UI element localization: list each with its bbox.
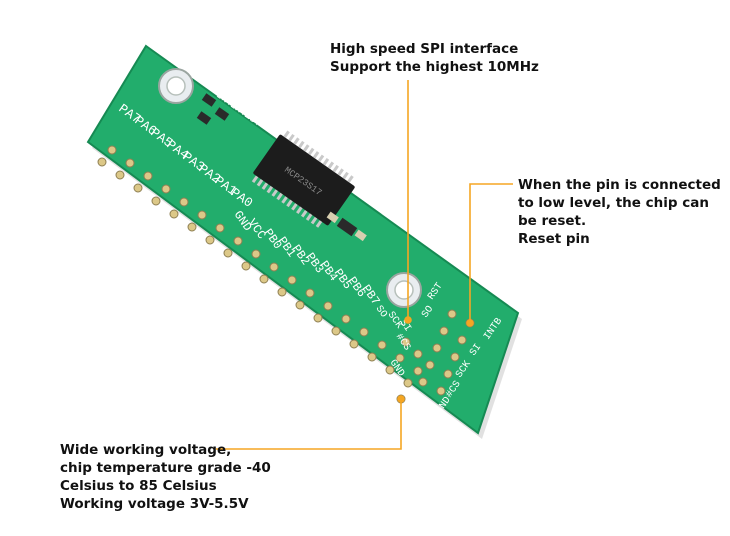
callout-voltage-line-3: Celsius to 85 Celsius bbox=[60, 478, 217, 494]
callout-voltage: Wide working voltage, chip temperature g… bbox=[60, 441, 271, 513]
main-header-pins bbox=[97, 145, 423, 388]
leader-reset bbox=[469, 183, 513, 323]
mounting-hole-bottom bbox=[386, 272, 422, 308]
callout-reset-line-2: to low level, the chip can bbox=[518, 195, 709, 211]
mounting-hole-top bbox=[158, 68, 194, 104]
leader-voltage-dot bbox=[397, 395, 405, 403]
callout-spi-line-1: High speed SPI interface bbox=[330, 41, 519, 57]
leader-voltage bbox=[216, 399, 402, 450]
leader-spi-dot bbox=[404, 316, 412, 324]
callout-reset-line-4: Reset pin bbox=[518, 231, 590, 247]
mcp23s17-chip: MCP23S17 bbox=[251, 130, 355, 228]
callout-reset-line-1: When the pin is connected bbox=[518, 177, 721, 193]
callout-voltage-line-4: Working voltage 3V-5.5V bbox=[60, 496, 249, 512]
callout-reset-line-3: be reset. bbox=[518, 213, 587, 229]
callout-voltage-line-2: chip temperature grade -40 bbox=[60, 460, 271, 476]
leader-reset-dot bbox=[466, 319, 474, 327]
callout-spi-line-2: Support the highest 10MHz bbox=[330, 59, 539, 75]
callout-voltage-line-1: Wide working voltage, bbox=[60, 442, 232, 458]
pcb-board: MCP23S17 bbox=[86, 44, 522, 439]
callout-reset: When the pin is connected to low level, … bbox=[518, 176, 721, 248]
smd-components bbox=[196, 93, 367, 242]
callout-spi: High speed SPI interface Support the hig… bbox=[330, 40, 539, 76]
callout-leaders bbox=[216, 80, 513, 450]
label-vcc-a: VCC bbox=[369, 368, 388, 389]
